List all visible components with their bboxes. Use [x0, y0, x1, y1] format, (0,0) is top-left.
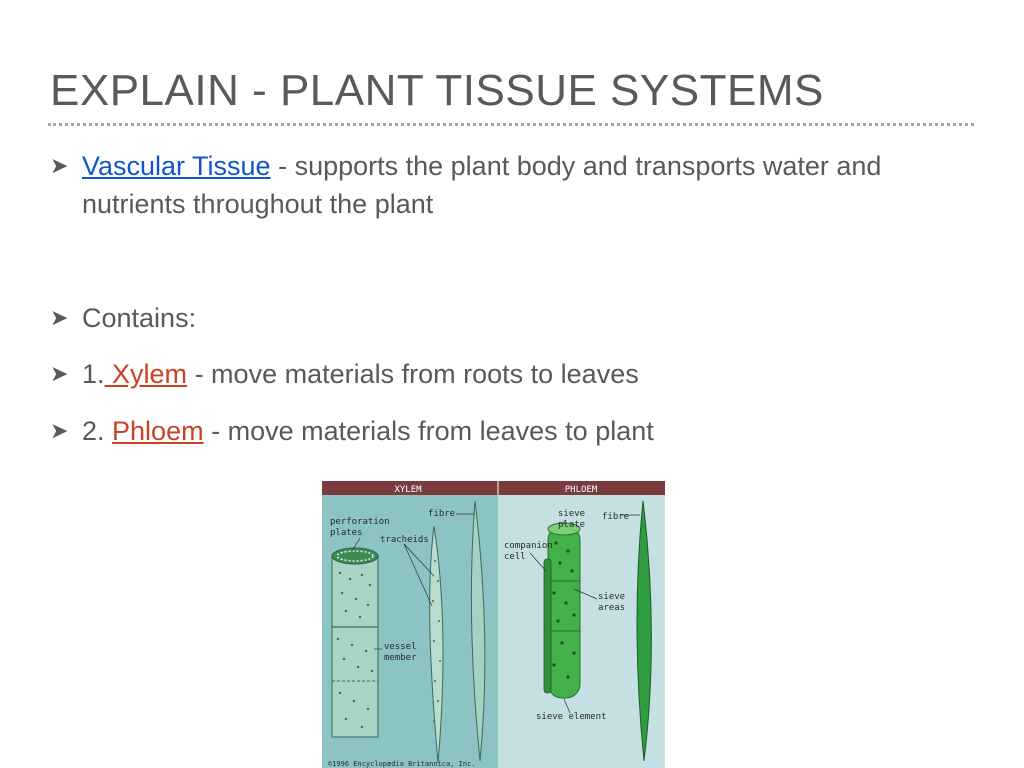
bullet-text: Contains:	[82, 303, 197, 333]
fibre-right-label: fibre	[602, 512, 629, 522]
bullet-text: 2. Phloem - move materials from leaves t…	[82, 412, 980, 450]
figure-header-bar	[322, 481, 665, 495]
xylem-header: XYLEM	[394, 485, 422, 495]
slide-title: EXPLAIN - PLANT TISSUE SYSTEMS	[50, 66, 824, 115]
tracheid-illustration	[429, 525, 444, 764]
arrow-bullet-icon: ➤	[50, 361, 69, 386]
bullet-number: 1.	[82, 359, 105, 389]
arrow-bullet-icon: ➤	[50, 153, 69, 178]
bullet-phloem: ➤ 2. Phloem - move materials from leaves…	[50, 412, 980, 450]
diagram-svg: XYLEM PHLOEM	[322, 481, 665, 768]
sieve-plate-label-2: plate	[558, 520, 585, 530]
bullet-number: 2.	[82, 416, 113, 446]
vessel-member-label-1: vessel	[384, 642, 417, 652]
sieve-areas-label-1: sieve	[598, 592, 625, 602]
bullet-description: - move materials from leaves to plant	[203, 416, 654, 446]
xylem-fibre-illustration	[470, 500, 486, 762]
arrow-bullet-icon: ➤	[50, 418, 69, 443]
companion-cell-label-2: cell	[504, 552, 526, 562]
bullet-description: - supports the plant body and transports…	[82, 151, 882, 219]
vessel-member-illustration	[331, 547, 379, 738]
title-divider	[48, 123, 974, 126]
phloem-header: PHLOEM	[565, 485, 598, 495]
sieve-plate-label-1: sieve	[558, 509, 585, 519]
xylem-link[interactable]: Xylem	[104, 359, 188, 389]
bullet-contains: ➤ Contains:	[50, 299, 980, 337]
perforation-plates-label-2: plates	[330, 528, 363, 538]
vessel-member-label-2: member	[384, 653, 417, 663]
arrow-bullet-icon: ➤	[50, 305, 69, 330]
sieve-areas-label-2: areas	[598, 603, 625, 613]
fibre-label: fibre	[428, 509, 455, 519]
bullet-text: Vascular Tissue - supports the plant bod…	[82, 147, 980, 223]
perforation-plates-label-1: perforation	[330, 517, 390, 527]
companion-cell-label-1: companion	[504, 541, 553, 551]
sieve-element-label: sieve element	[536, 712, 606, 722]
phloem-link[interactable]: Phloem	[112, 416, 204, 446]
bullet-text: 1. Xylem - move materials from roots to …	[82, 355, 980, 393]
vascular-tissue-link[interactable]: Vascular Tissue	[82, 151, 271, 181]
copyright-label: ©1996 Encyclopædia Britannica, Inc.	[328, 760, 476, 768]
phloem-fibre-illustration	[636, 500, 652, 762]
tracheids-label: tracheids	[380, 535, 429, 545]
bullet-vascular-tissue: ➤ Vascular Tissue - supports the plant b…	[50, 147, 980, 223]
xylem-phloem-diagram: XYLEM PHLOEM	[322, 481, 665, 768]
sieve-element-illustration	[547, 522, 581, 699]
bullet-xylem: ➤ 1. Xylem - move materials from roots t…	[50, 355, 980, 393]
bullet-description: - move materials from roots to leaves	[187, 359, 639, 389]
companion-cell-illustration	[543, 558, 552, 694]
